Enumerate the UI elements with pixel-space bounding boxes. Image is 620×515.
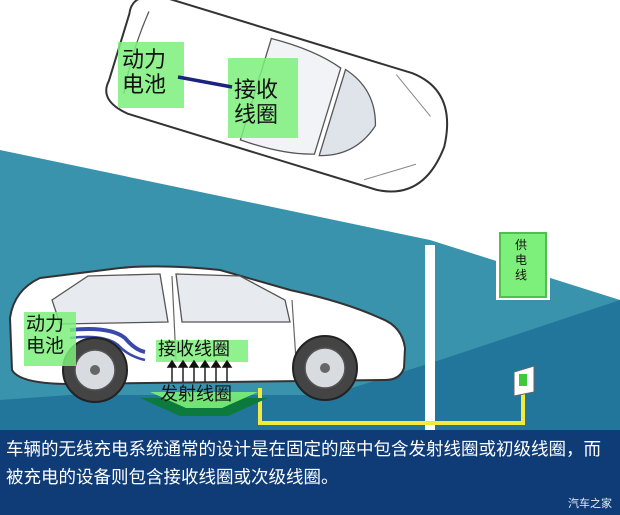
top-receiver-label: 接收 线圈 xyxy=(234,78,279,129)
power-supply-box xyxy=(496,230,550,300)
top-receiver-box xyxy=(228,58,298,138)
watermark: 汽车之家 xyxy=(568,497,612,510)
caption-text: 车辆的无线充电系统通常的设计是在固定的座中包含发射线圈或初级线圈，而被充电的设备… xyxy=(6,440,601,488)
top-link-line xyxy=(177,75,233,89)
top-battery-box xyxy=(118,42,184,108)
wall-socket xyxy=(513,365,535,397)
top-battery-label: 动力 电池 xyxy=(122,48,167,99)
side-battery-box xyxy=(24,312,76,366)
side-battery-label: 动力 电池 xyxy=(26,313,65,357)
side-transmitter-label: 发射线圈 xyxy=(160,384,232,405)
side-receiver-label: 接收线圈 xyxy=(158,339,230,360)
power-cable xyxy=(258,378,525,425)
transmitter-pad xyxy=(140,392,268,416)
side-receiver-box xyxy=(156,340,248,362)
power-supply-label: 供 电 线 xyxy=(515,238,528,282)
energy-transfer-arrows xyxy=(166,359,233,382)
parking-line xyxy=(425,245,435,430)
garage-floor xyxy=(0,300,620,430)
caption-banner: 车辆的无线充电系统通常的设计是在固定的座中包含发射线圈或初级线圈，而被充电的设备… xyxy=(0,430,620,515)
